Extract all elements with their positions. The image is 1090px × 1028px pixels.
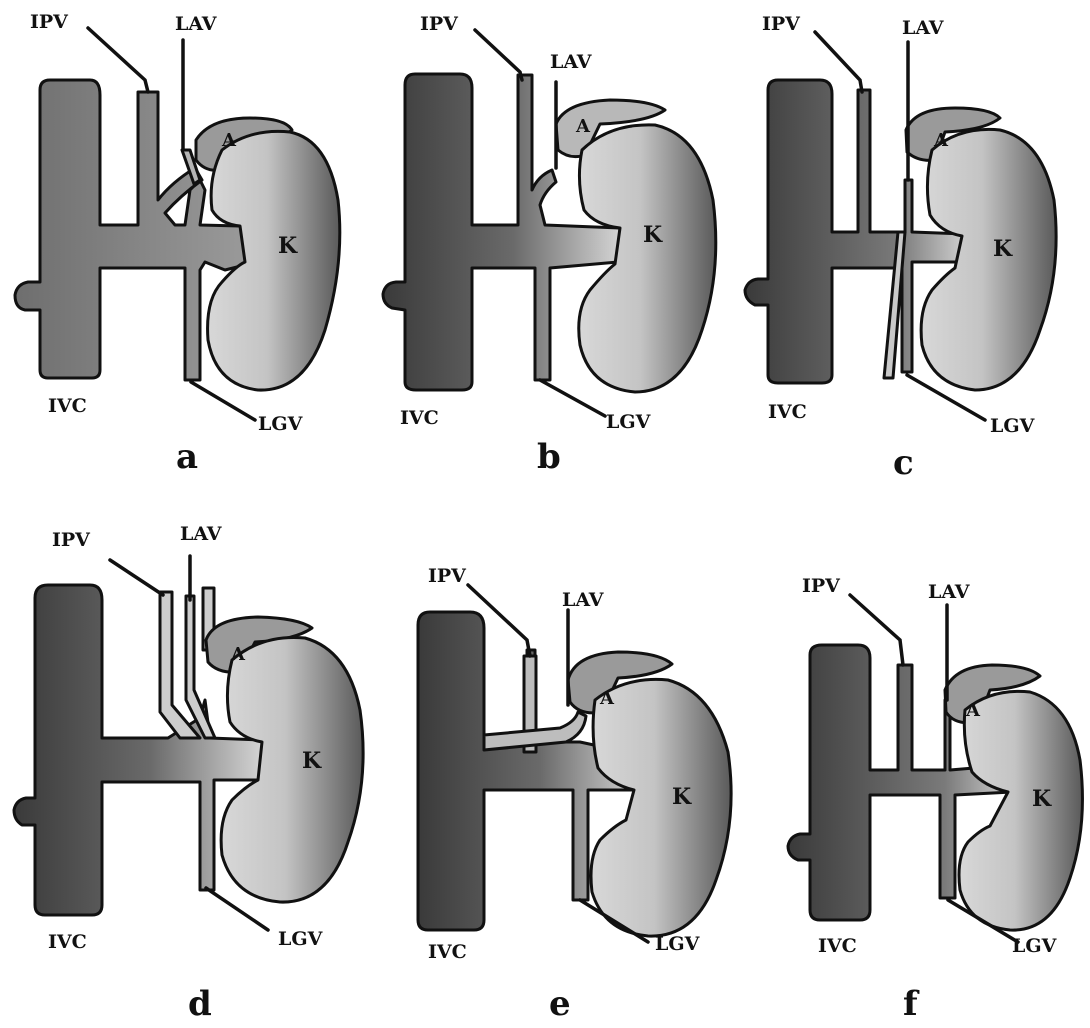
panel-label: d	[188, 984, 212, 1024]
ipv-label: IPV	[30, 11, 69, 33]
lav-label: LAV	[902, 17, 945, 39]
kidney-label: K	[278, 233, 298, 259]
lgv-label: LGV	[606, 411, 652, 433]
ipv-label: IPV	[802, 575, 841, 597]
ivc-label: IVC	[428, 941, 467, 963]
adrenal-label: A	[575, 116, 591, 137]
ivc-label: IVC	[48, 931, 87, 953]
lgv-label: LGV	[1012, 935, 1058, 957]
panel-e: IPV LAV LGV IVC A K e	[418, 565, 731, 1024]
kidney	[959, 691, 1082, 930]
ivc-label: IVC	[818, 935, 857, 957]
kidney-label: K	[643, 222, 663, 248]
adrenal-label: A	[599, 688, 615, 709]
kidney-label: K	[993, 236, 1013, 262]
panel-d: IPV LAV LGV IVC A K d	[14, 523, 363, 1024]
lgv-label: LGV	[278, 928, 324, 950]
panel-label: c	[893, 443, 914, 483]
panel-b: IPV LAV LGV IVC A K b	[383, 13, 716, 477]
ivc-label: IVC	[768, 401, 807, 423]
lav-label: LAV	[562, 589, 605, 611]
panel-a: IPV LAV LGV IVC A K a	[15, 11, 340, 477]
lav-label: LAV	[550, 51, 593, 73]
panel-label: b	[537, 437, 561, 477]
ipv-leader-line	[110, 560, 163, 595]
panel-label: a	[176, 437, 198, 477]
kidney	[591, 679, 731, 936]
panel-f: IPV LAV LGV IVC A K f	[788, 575, 1082, 1024]
ipv-label: IPV	[52, 529, 91, 551]
ipv-label: IPV	[428, 565, 467, 587]
ivc-label: IVC	[400, 407, 439, 429]
lgv-label: LGV	[655, 933, 701, 955]
ipv-leader-line	[475, 30, 522, 80]
kidney-label: K	[1032, 786, 1052, 812]
panel-label: f	[903, 984, 920, 1024]
adrenal-label: A	[230, 644, 246, 665]
lgv-label: LGV	[990, 415, 1036, 437]
adrenal-label: A	[965, 700, 981, 721]
ipv-label: IPV	[762, 13, 801, 35]
kidney-label: K	[302, 748, 322, 774]
ipv-label: IPV	[420, 13, 459, 35]
lav-label: LAV	[175, 13, 218, 35]
lav-label: LAV	[928, 581, 971, 603]
panel-c: IPV LAV LGV IVC A K c	[745, 13, 1056, 483]
panel-label: e	[549, 984, 571, 1024]
lgv-leader-line	[540, 380, 605, 416]
lgv-label: LGV	[258, 413, 304, 435]
adrenal-label: A	[933, 130, 949, 151]
kidney-label: K	[672, 784, 692, 810]
adrenal-label: A	[221, 130, 237, 151]
lav-label: LAV	[180, 523, 223, 545]
ivc-label: IVC	[48, 395, 87, 417]
